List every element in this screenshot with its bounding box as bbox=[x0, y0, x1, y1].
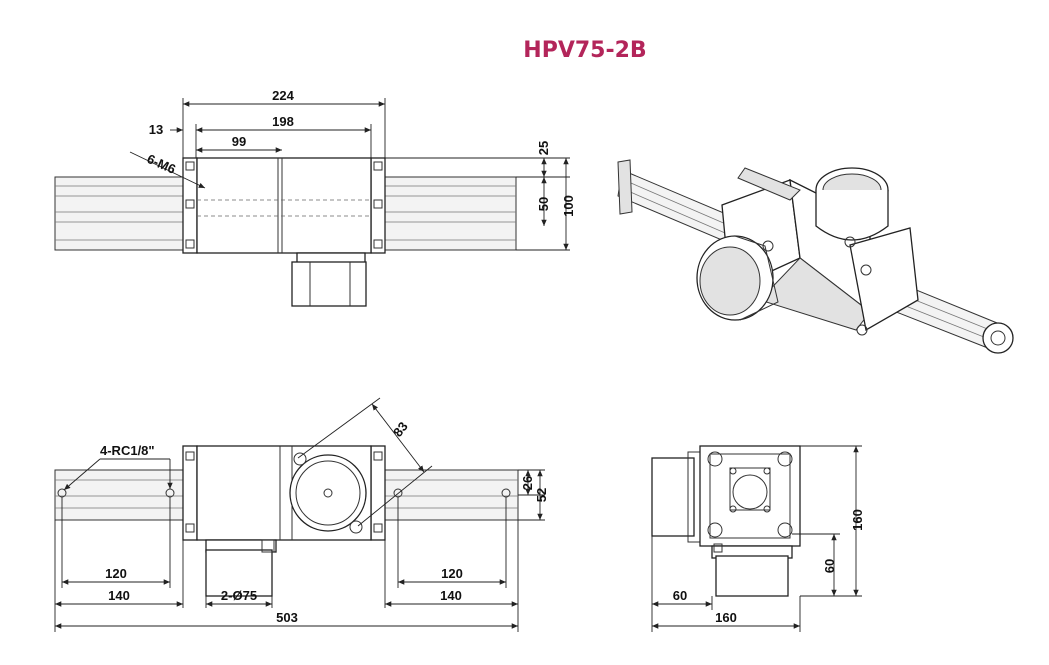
dim-bore: 2-Ø75 bbox=[221, 588, 257, 603]
front-view: 83 4-RC1/8" 26 52 120 140 2-Ø75 120 bbox=[54, 397, 549, 632]
valve-body-side bbox=[699, 445, 801, 547]
dim-224: 224 bbox=[272, 88, 294, 103]
dim-140-right: 140 bbox=[440, 588, 462, 603]
dim-99: 99 bbox=[232, 134, 246, 149]
isometric-view bbox=[617, 159, 1014, 354]
left-rail bbox=[54, 176, 186, 251]
dim-100: 100 bbox=[561, 195, 576, 217]
dim-13: 13 bbox=[149, 122, 163, 137]
right-rail bbox=[383, 176, 517, 251]
dim-26: 26 bbox=[520, 476, 535, 490]
cylinder-stub-top bbox=[291, 261, 367, 307]
cylinder-side bbox=[651, 457, 695, 537]
dim-160-horizontal: 160 bbox=[715, 610, 737, 625]
dim-52: 52 bbox=[534, 488, 549, 502]
drawing-title: HPV75-2B bbox=[523, 38, 646, 63]
dim-160-vertical: 160 bbox=[850, 509, 865, 531]
thread-note: 6-M6 bbox=[145, 151, 178, 177]
valve-body-top bbox=[196, 157, 372, 254]
dim-120-left: 120 bbox=[105, 566, 127, 581]
dim-25: 25 bbox=[536, 141, 551, 155]
dim-120-right: 120 bbox=[441, 566, 463, 581]
dim-60-horizontal: 60 bbox=[673, 588, 687, 603]
dim-140-left: 140 bbox=[108, 588, 130, 603]
side-view: 160 60 60 160 bbox=[651, 445, 865, 632]
cylinder-stub-front bbox=[205, 549, 273, 597]
top-view: 224 198 13 99 6-M6 25 50 100 bbox=[54, 88, 576, 307]
dim-503: 503 bbox=[276, 610, 298, 625]
dim-198: 198 bbox=[272, 114, 294, 129]
port-note: 4-RC1/8" bbox=[100, 443, 155, 458]
dim-83: 83 bbox=[390, 419, 411, 440]
dim-50: 50 bbox=[536, 197, 551, 211]
dim-60-vertical: 60 bbox=[822, 559, 837, 573]
